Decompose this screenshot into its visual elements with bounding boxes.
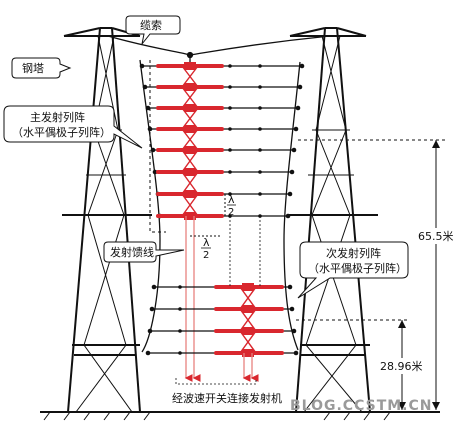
lambda-v: λ bbox=[228, 193, 235, 206]
sub-array-label-2: （水平偶极子列阵） bbox=[308, 261, 407, 275]
callout-tower: 钢塔 bbox=[11, 57, 72, 79]
cable-label: 缆索 bbox=[140, 18, 162, 32]
right-tower bbox=[288, 27, 378, 413]
sub-array bbox=[145, 283, 299, 357]
two-v: 2 bbox=[228, 207, 234, 218]
callout-main-array: 主发射列阵 （水平偶极子列阵） bbox=[3, 105, 143, 149]
callout-sub-array: 次发射列阵 （水平偶极子列阵） bbox=[297, 241, 409, 299]
lambda-spacing-vertical: λ 2 bbox=[224, 193, 236, 218]
sub-feeder bbox=[242, 353, 259, 382]
ground bbox=[40, 411, 440, 421]
main-array-label-1: 主发射列阵 bbox=[30, 110, 85, 124]
callout-cable: 缆索 bbox=[125, 15, 181, 45]
main-feeder bbox=[184, 216, 201, 382]
callout-feeder: 发射馈线 bbox=[103, 241, 185, 263]
dimension-sub-height: 28.96米 bbox=[296, 319, 426, 410]
main-array bbox=[139, 60, 305, 233]
left-tower bbox=[62, 27, 152, 413]
main-array-label-2: （水平偶极子列阵） bbox=[12, 125, 111, 139]
dimension-total-height: 65.5米 bbox=[298, 139, 460, 410]
drop-lines bbox=[175, 216, 261, 385]
sub-array-label-1: 次发射列阵 bbox=[326, 246, 381, 260]
height-total-label: 65.5米 bbox=[418, 230, 454, 243]
bottom-caption: 经波速开关连接发射机 bbox=[172, 391, 282, 405]
lambda-h: λ bbox=[203, 236, 210, 249]
watermark-text: BLOG.CCSTM.CN bbox=[290, 398, 433, 414]
tower-label: 钢塔 bbox=[22, 62, 44, 75]
feeder-label: 发射馈线 bbox=[110, 245, 154, 259]
two-h: 2 bbox=[203, 250, 209, 261]
lambda-spacing-horizontal: λ 2 bbox=[190, 235, 222, 261]
height-sub-label: 28.96米 bbox=[380, 360, 423, 373]
